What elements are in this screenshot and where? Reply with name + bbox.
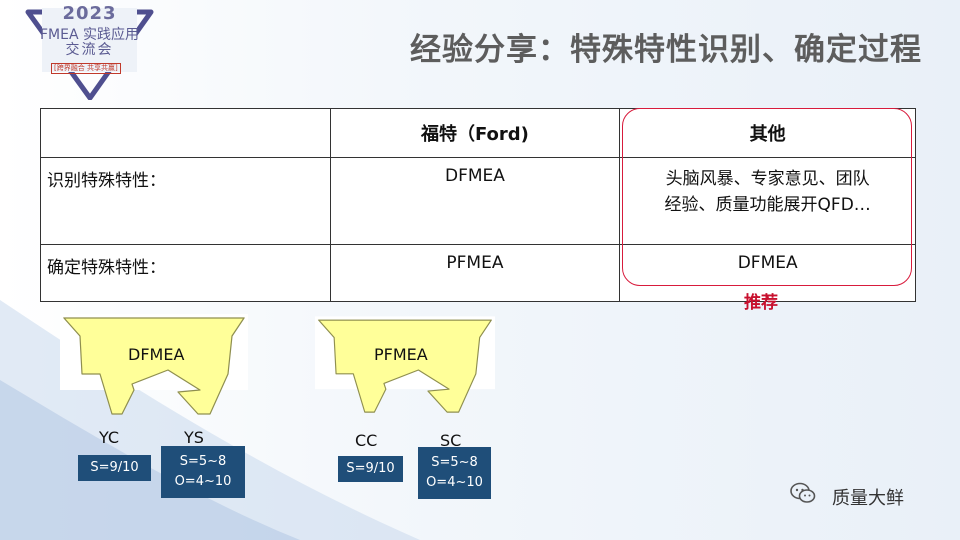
recommend-label: 推荐 [744,293,778,313]
code-sc: SC [440,431,462,450]
logo-year: 2023 [62,3,117,24]
badge-sc-line1: S=5~8 [431,455,478,470]
table-header-row: 福特（Ford) 其他 [40,108,916,158]
header-cell-other: 其他 [619,108,916,158]
header-cell-empty [40,108,331,158]
logo-line3: 交流会 [65,42,114,58]
logo-tag: [跨界融合 共享共赢] [51,63,121,74]
cell-other-determine: DFMEA [619,244,916,302]
diagram-label-pfmea: PFMEA [374,345,428,364]
cell-other-identify-line2: 经验、质量功能展开QFD… [664,195,871,215]
badge-ys-criteria: S=5~8 O=4~10 [161,446,245,498]
badge-ys-line1: S=5~8 [179,454,227,469]
recommend-highlight-box [622,108,912,286]
badge-sc-criteria: S=5~8 O=4~10 [418,447,491,499]
logo-line2: FMEA 实践应用 [39,27,139,43]
cell-other-identify-line1: 头脑风暴、专家意见、团队 [665,169,870,189]
badge-cc-severity: S=9/10 [338,456,403,482]
badge-sc-line2: O=4~10 [426,475,483,490]
cell-ford-identify: DFMEA [329,157,621,245]
badge-yc-severity: S=9/10 [78,455,151,481]
badge-ys-line2: O=4~10 [174,474,232,489]
logo-triangle-icon [25,8,154,100]
page-title: 经验分享：特殊特性识别、确定过程 [410,32,922,68]
header-cell-ford: 福特（Ford) [329,108,621,158]
cell-ford-determine: PFMEA [329,244,621,302]
row-label-identify: 识别特殊特性： [40,157,331,245]
comparison-table: 福特（Ford) 其他 识别特殊特性： DFMEA 头脑风暴、专家意见、团队 经… [40,108,916,302]
table-row: 识别特殊特性： DFMEA 头脑风暴、专家意见、团队 经验、质量功能展开QFD… [40,157,916,245]
table-row: 确定特殊特性： PFMEA DFMEA [40,244,916,302]
row-label-determine: 确定特殊特性： [40,244,331,302]
code-yc: YC [99,428,120,447]
code-cc: CC [355,431,378,450]
dfmea-split-arrow-icon [60,314,248,415]
event-logo: 2023 FMEA 实践应用 交流会 [跨界融合 共享共赢] [22,0,157,100]
diagram-label-dfmea: DFMEA [128,345,185,364]
watermark-name: 质量大鲜 [832,488,904,509]
cell-other-identify: 头脑风暴、专家意见、团队 经验、质量功能展开QFD… [619,157,916,245]
wechat-icon [790,482,816,503]
pfmea-split-arrow-icon [315,316,495,413]
code-ys: YS [184,428,204,447]
